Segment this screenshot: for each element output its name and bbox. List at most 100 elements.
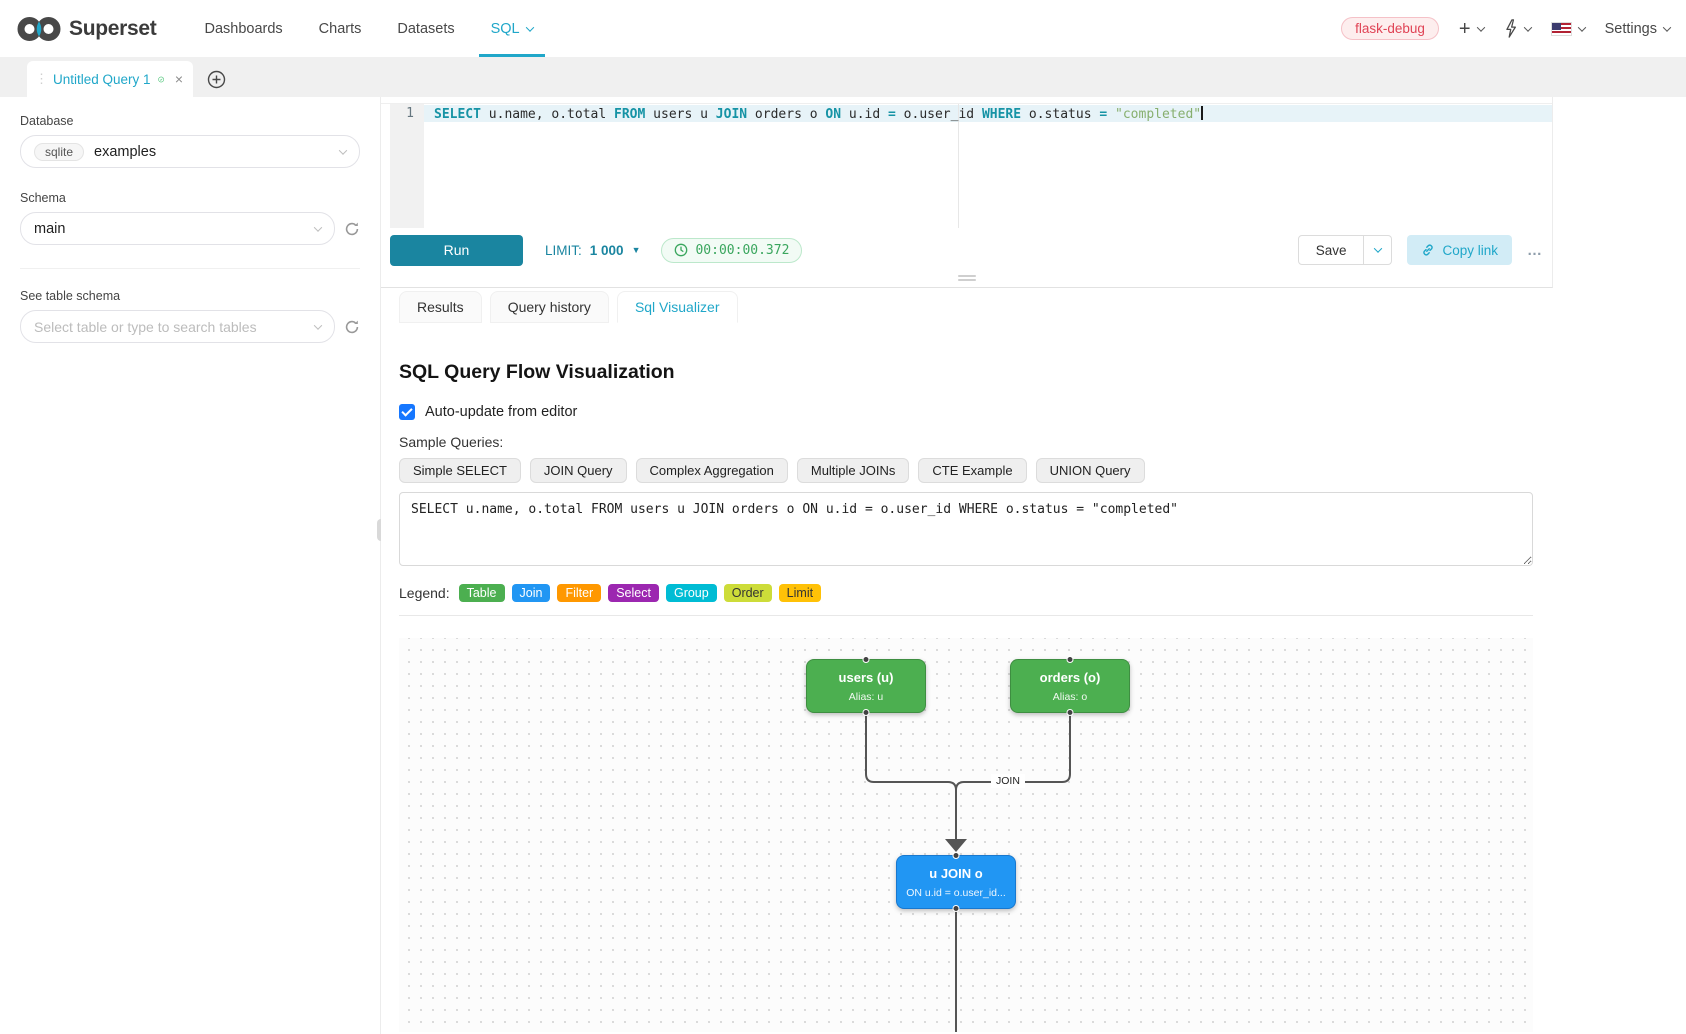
lightning-icon (1505, 19, 1516, 38)
query-search-button[interactable] (1504, 19, 1532, 38)
sql-token: "completed" (1115, 107, 1202, 122)
node-subtitle: Alias: u (848, 691, 884, 703)
close-icon[interactable]: × (174, 71, 183, 87)
node-handle-top[interactable] (1066, 656, 1074, 663)
query-timer: 00:00:00.372 (661, 237, 803, 263)
panel-resize-handle[interactable] (957, 273, 976, 283)
refresh-tables-button[interactable] (344, 319, 360, 335)
sql-token: = (888, 107, 896, 122)
new-item-button[interactable]: + (1458, 17, 1485, 40)
node-handle-bottom[interactable] (862, 709, 870, 716)
limit-value: 1 000 (589, 242, 624, 258)
sample-queries-label: Sample Queries: (399, 434, 504, 450)
sample-query-button-multiple-joins[interactable]: Multiple JOINs (796, 458, 910, 483)
copy-link-button[interactable]: Copy link (1407, 235, 1512, 265)
refresh-icon (345, 222, 359, 235)
legend-pill-select: Select (608, 584, 659, 602)
nav-item-datasets[interactable]: Datasets (393, 0, 458, 57)
tab-query-history[interactable]: Query history (489, 291, 609, 323)
sql-token: users u (645, 107, 716, 122)
environment-badge: flask-debug (1341, 17, 1439, 40)
save-button[interactable]: Save (1297, 235, 1365, 265)
schema-select[interactable]: main (20, 212, 335, 245)
check-circle-icon (157, 76, 164, 82)
node-title: users (u) (838, 670, 894, 685)
sql-token: u.id (841, 107, 889, 122)
plus-icon: + (1458, 17, 1471, 40)
database-value: examples (94, 143, 157, 160)
chevron-down-icon (313, 320, 323, 330)
timer-value: 00:00:00.372 (695, 242, 790, 258)
nav-item-sql[interactable]: SQL (478, 0, 545, 57)
active-line-highlight (424, 105, 1552, 122)
query-tab-untitled-query-1[interactable]: ⋮ Untitled Query 1 × (27, 61, 193, 97)
nav-item-dashboards[interactable]: Dashboards (200, 0, 286, 57)
sql-token: u.name, o.total (480, 107, 615, 122)
flow-edges (865, 713, 1071, 1032)
sample-query-button-join-query[interactable]: JOIN Query (529, 458, 627, 483)
legend-pill-limit: Limit (778, 584, 822, 602)
sql-editor-pane: 1 SELECT u.name, o.total FROM users u JO… (381, 97, 1553, 288)
sample-query-button-complex-aggregation[interactable]: Complex Aggregation (635, 458, 788, 483)
page-title: SQL Query Flow Visualization (399, 361, 675, 383)
node-handle-bottom[interactable] (1066, 709, 1074, 716)
limit-dropdown[interactable]: LIMIT: 1 000 ▼ (545, 243, 640, 258)
node-handle-top[interactable] (862, 656, 870, 663)
query-input[interactable]: SELECT u.name, o.total FROM users u JOIN… (399, 492, 1533, 566)
print-margin-line (958, 104, 959, 228)
sample-query-button-simple-select[interactable]: Simple SELECT (399, 458, 521, 483)
sidebar-divider (20, 268, 360, 269)
brand-name: Superset (69, 16, 157, 40)
link-icon (1423, 244, 1434, 256)
infinity-logo-icon (17, 16, 61, 41)
refresh-schemas-button[interactable] (344, 221, 360, 237)
sql-code-editor[interactable]: 1 SELECT u.name, o.total FROM users u JO… (381, 103, 1552, 228)
tab-results[interactable]: Results (399, 291, 482, 323)
superset-logo[interactable]: Superset (16, 15, 157, 43)
top-nav: Superset Dashboards Charts Datasets SQL fla… (0, 0, 1686, 57)
legend-label: Legend: (399, 585, 450, 601)
sample-query-button-union-query[interactable]: UNION Query (1035, 458, 1145, 483)
nav-item-label: Charts (318, 20, 362, 37)
nav-item-label: SQL (490, 20, 520, 37)
database-engine-tag: sqlite (34, 142, 85, 161)
nav-menu: Dashboards Charts Datasets SQL (186, 0, 550, 57)
more-actions-button[interactable]: … (1527, 241, 1543, 259)
chevron-down-icon (525, 22, 534, 32)
sql-token: SELECT (434, 107, 481, 122)
chevron-down-icon (313, 222, 323, 232)
language-picker[interactable] (1550, 21, 1586, 36)
copy-link-label: Copy link (1442, 242, 1498, 258)
chevron-down-icon (1373, 244, 1383, 253)
node-handle-top[interactable] (952, 852, 960, 859)
node-handle-bottom[interactable] (952, 905, 960, 912)
sql-token: ON (825, 107, 842, 122)
settings-menu[interactable]: Settings (1605, 21, 1672, 37)
editor-gutter: 1 (390, 104, 424, 228)
run-button[interactable]: Run (390, 234, 523, 266)
legend-pill-order: Order (723, 584, 772, 602)
auto-update-checkbox[interactable] (399, 404, 415, 420)
flow-node-users[interactable]: users (u) Alias: u (806, 656, 926, 716)
tab-sql-visualizer[interactable]: Sql Visualizer (616, 291, 738, 323)
new-query-tab-button[interactable] (207, 70, 226, 89)
sql-visualizer-panel: SQL Query Flow Visualization Auto-update… (381, 361, 1553, 1032)
database-select[interactable]: sqlite examples (20, 135, 360, 168)
table-select[interactable]: Select table or type to search tables (20, 310, 335, 343)
sql-token: orders o (747, 107, 826, 122)
nav-item-charts[interactable]: Charts (315, 0, 366, 57)
legend-pill-table: Table (458, 584, 505, 602)
caret-down-icon: ▼ (631, 245, 641, 255)
legend-divider (399, 615, 1533, 616)
flow-node-orders[interactable]: orders (o)Alias: o (1010, 656, 1130, 716)
save-options-button[interactable] (1364, 235, 1393, 265)
drag-handle-icon[interactable]: ⋮ (35, 71, 48, 86)
legend-pill-group: Group (665, 584, 717, 602)
nav-item-label: Datasets (397, 20, 455, 37)
us-flag-icon (1550, 21, 1572, 36)
node-title: orders (o) (1039, 670, 1101, 685)
sample-query-button-cte-example[interactable]: CTE Example (918, 458, 1027, 483)
